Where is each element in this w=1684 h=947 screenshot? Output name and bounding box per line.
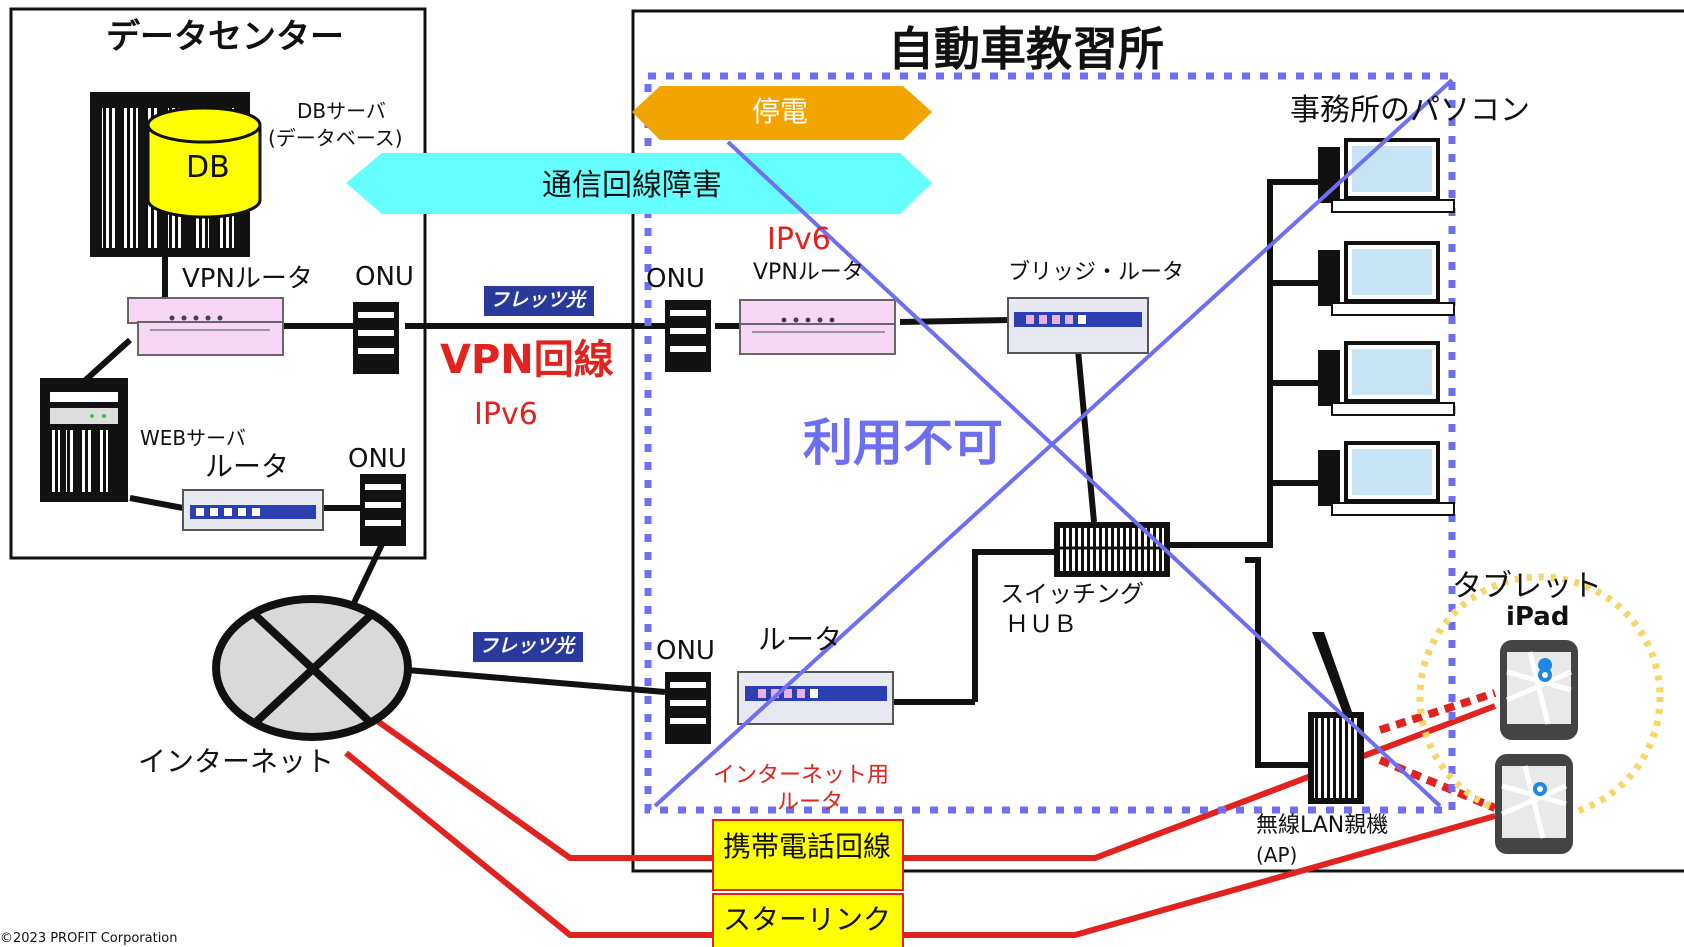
onu-icon xyxy=(360,474,406,546)
onu-icon xyxy=(353,302,399,374)
pc-icon xyxy=(1318,138,1455,213)
dc-vpn-router-icon xyxy=(127,297,284,356)
tablet-label: タブレット xyxy=(1452,569,1602,604)
ipv6-left-label: IPv6 xyxy=(474,397,538,432)
unavailable-scope xyxy=(644,72,1456,814)
flets-logo-text: フレッツ光 xyxy=(490,289,586,311)
flets-logo xyxy=(484,286,594,316)
unavailable-label: 利用不可 xyxy=(803,414,1003,472)
mobile-line-label: 携帯電話回線 xyxy=(723,830,892,863)
db-label: DB xyxy=(186,150,230,185)
unavailable-cross xyxy=(653,78,1454,808)
school-frame xyxy=(631,9,1684,873)
wireless-ap-icon xyxy=(1308,632,1364,804)
switching-hub-icon xyxy=(1054,522,1170,577)
school-vpn-router-icon xyxy=(739,299,896,355)
dc-router-label: ルータ xyxy=(205,450,290,483)
dc-router-icon xyxy=(182,489,324,531)
line-failure-label: 通信回線障害 xyxy=(542,168,722,203)
web-server-label: WEBサーバ xyxy=(140,426,246,450)
dc-vpn-router-label: VPNルータ xyxy=(182,264,313,294)
ipad-label: iPad xyxy=(1506,602,1570,632)
internet-router-label-2: ルータ xyxy=(777,790,844,815)
bridge-router-icon xyxy=(1007,297,1149,354)
dc-onu-bottom-label: ONU xyxy=(348,444,407,474)
vpn-line-label: VPN回線 xyxy=(440,337,614,383)
tablet-group-circle xyxy=(1416,573,1664,821)
onu-icon xyxy=(665,300,711,372)
tablet-icon xyxy=(1495,754,1573,854)
tablet-icon xyxy=(1500,640,1578,740)
db-cylinder-icon xyxy=(146,106,262,219)
flets-logo xyxy=(473,632,583,662)
mobile-line-box xyxy=(712,819,904,891)
school-onu-bottom-label: ONU xyxy=(656,636,715,666)
switching-hub-label-2: ＨＵＢ xyxy=(1005,610,1077,638)
wireless-ap-label: 無線LAN親機 xyxy=(1256,813,1389,838)
db-server-sublabel: (データベース) xyxy=(268,126,403,150)
school-onu-top-label: ONU xyxy=(646,264,705,294)
pc-icon xyxy=(1318,241,1455,316)
dc-onu-top-label: ONU xyxy=(355,262,414,292)
internet-label: インターネット xyxy=(138,745,335,778)
school-router-label: ルータ xyxy=(758,623,843,656)
pc-icon xyxy=(1318,341,1455,416)
data-center-title: データセンター xyxy=(106,17,344,57)
pc-icon xyxy=(1318,441,1455,516)
web-server-icon xyxy=(40,378,128,502)
starlink-box xyxy=(712,893,904,947)
flets-logo-text: フレッツ光 xyxy=(479,635,575,657)
wireless-ap-label-2: (AP) xyxy=(1256,843,1298,867)
bridge-router-label: ブリッジ・ルータ xyxy=(1008,260,1185,285)
power-outage-label: 停電 xyxy=(752,95,809,128)
switching-hub-label: スイッチング xyxy=(1000,580,1144,608)
school-router-icon xyxy=(737,671,894,725)
internet-router-label: インターネット用 xyxy=(713,763,890,788)
school-vpn-router-label: VPNルータ xyxy=(753,260,864,285)
data-center-frame xyxy=(9,7,427,560)
starlink-label: スターリンク xyxy=(723,903,892,936)
db-server-label: DBサーバ xyxy=(297,99,386,123)
internet-cloud-icon xyxy=(212,595,412,741)
network-links xyxy=(77,179,1320,768)
onu-icon xyxy=(665,672,711,744)
line-failure-banner xyxy=(346,153,932,214)
school-title: 自動車教習所 xyxy=(888,22,1164,76)
copyright: ©2023 PROFIT Corporation xyxy=(0,931,178,946)
power-outage-banner xyxy=(632,86,932,140)
ipv6-right-label: IPv6 xyxy=(767,222,831,257)
office-pcs-label: 事務所のパソコン xyxy=(1290,93,1530,128)
